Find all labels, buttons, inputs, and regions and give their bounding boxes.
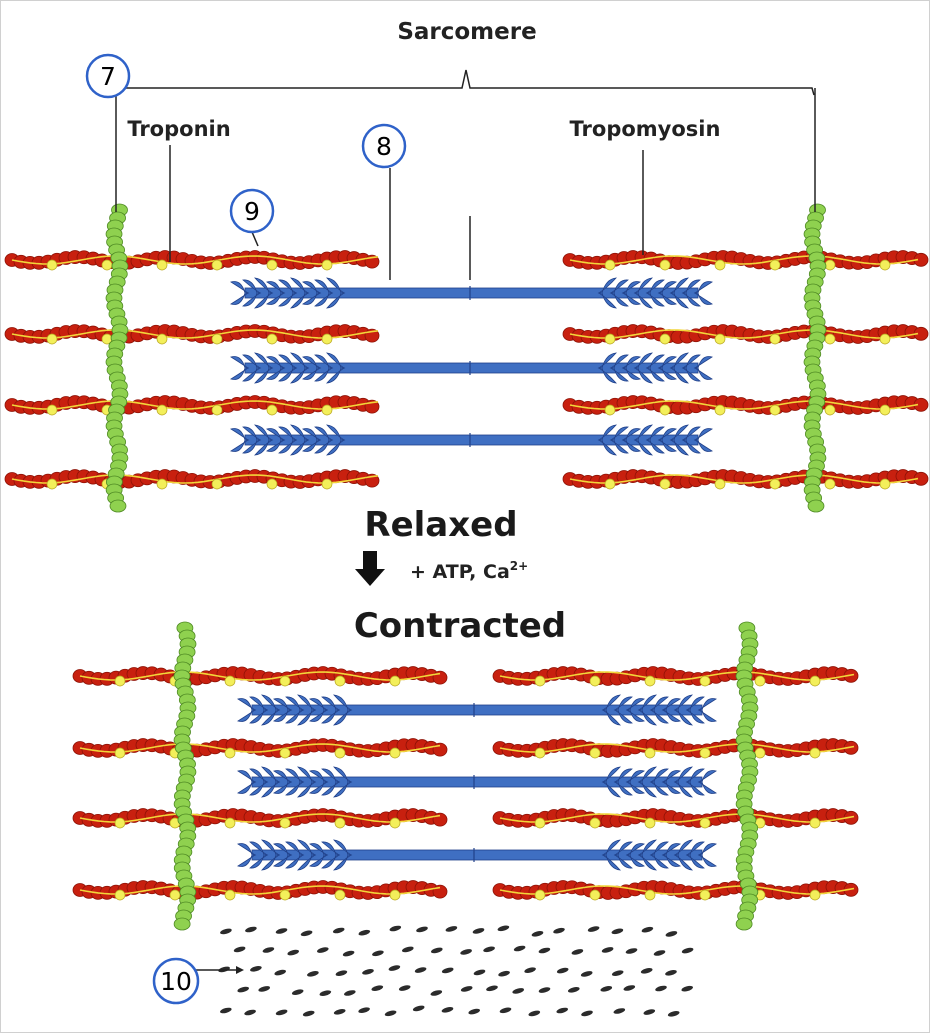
relaxed-thin-filament-right-3 bbox=[562, 395, 929, 416]
relaxed-thin-filament-left-1 bbox=[4, 250, 380, 271]
sarcomere-label: Sarcomere bbox=[397, 19, 536, 45]
relaxed-thin-filament-right-1 bbox=[562, 250, 929, 271]
marker-8: 8 bbox=[361, 123, 407, 169]
relaxed-thin-filament-right-2 bbox=[562, 324, 929, 345]
svg-text:10: 10 bbox=[160, 967, 192, 996]
contracted-thick-filament-3 bbox=[237, 839, 717, 871]
svg-text:8: 8 bbox=[376, 132, 392, 161]
relaxed-thin-filament-right-4 bbox=[562, 469, 929, 490]
contracted-label: Contracted bbox=[354, 606, 566, 646]
marker-7: 7 bbox=[85, 53, 131, 99]
relaxed-label: Relaxed bbox=[364, 505, 517, 545]
relaxed-thin-filament-left-3 bbox=[4, 395, 380, 416]
contracted-thick-filament-1 bbox=[237, 694, 717, 726]
relaxed-thin-filament-left-4 bbox=[4, 469, 380, 490]
dense-bodies bbox=[218, 925, 694, 1017]
relaxed-thin-filament-left-2 bbox=[4, 324, 380, 345]
relaxed-thick-filament-2 bbox=[230, 352, 713, 384]
contracted-thick-filament-2 bbox=[237, 766, 717, 798]
dense-body-arrowhead bbox=[236, 966, 244, 974]
contracted-thin-filament-right-3 bbox=[492, 808, 859, 829]
contracted-z-disc-right bbox=[735, 621, 759, 931]
relaxed-thick-filament-3 bbox=[230, 424, 713, 456]
svg-text:7: 7 bbox=[100, 62, 116, 91]
down-arrow-icon bbox=[355, 551, 385, 586]
reagents-label: + ATP, Ca2+ bbox=[410, 559, 528, 583]
sarcomere-bracket bbox=[115, 69, 815, 96]
relaxed-z-disc-left bbox=[105, 203, 129, 513]
contracted-thin-filament-left-3 bbox=[72, 808, 448, 829]
marker-10: 10 bbox=[152, 957, 200, 1005]
relaxed-thick-filament-1 bbox=[230, 277, 713, 309]
contracted-thin-filament-left-2 bbox=[72, 738, 448, 759]
tropomyosin-label: Tropomyosin bbox=[570, 117, 721, 141]
svg-text:9: 9 bbox=[244, 197, 260, 226]
contracted-thin-filament-right-4 bbox=[492, 880, 859, 901]
contracted-thin-filament-right-1 bbox=[492, 666, 859, 687]
contracted-thin-filament-left-1 bbox=[72, 666, 448, 687]
marker-9: 9 bbox=[229, 188, 275, 234]
actin-leader bbox=[251, 231, 259, 247]
relaxed-z-disc-right bbox=[803, 203, 827, 513]
contracted-thin-filament-right-2 bbox=[492, 738, 859, 759]
contracted-thin-filament-left-4 bbox=[72, 880, 448, 901]
troponin-label: Troponin bbox=[127, 117, 230, 141]
contracted-z-disc-left bbox=[173, 621, 197, 931]
